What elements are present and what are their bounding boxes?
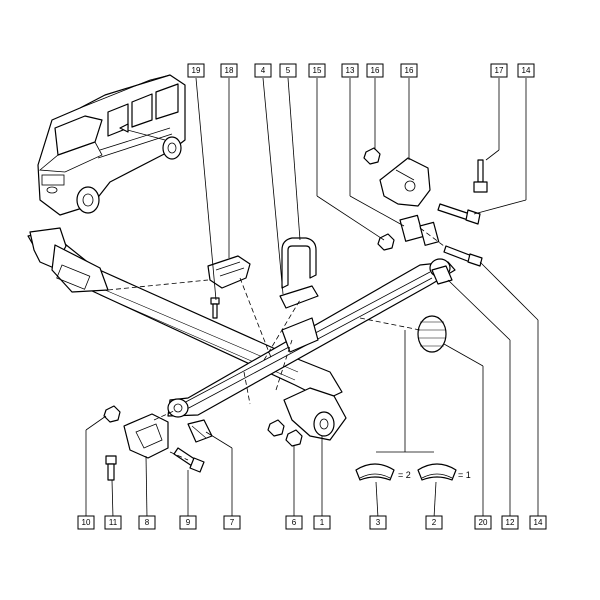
svg-text:2: 2 [432,518,437,527]
callout-20: 20 [474,515,492,530]
rubber-bush [417,315,447,353]
callout-17: 17 [490,63,508,78]
callout-9: 9 [179,515,197,530]
bolt-9 [173,447,205,473]
bottom-callouts: 10 11 8 9 7 6 1 3 [77,515,547,530]
svg-text:14: 14 [534,518,543,527]
svg-text:16: 16 [405,66,414,75]
top-callouts: 19 18 4 5 15 13 16 16 [187,63,535,78]
callout-8: 8 [138,515,156,530]
svg-text:11: 11 [109,518,118,527]
callout-11: 11 [104,515,122,530]
svg-text:14: 14 [522,66,531,75]
axle-beam [27,227,343,401]
svg-text:5: 5 [286,66,291,75]
bolt-14 [437,203,481,225]
callout-3: 3 [369,515,387,530]
axle-hub [283,387,347,441]
svg-text:10: 10 [82,518,91,527]
van-illustration [37,74,186,216]
callout-4: 4 [254,63,272,78]
callout-6: 6 [285,515,303,530]
bolt-12 [443,245,483,267]
svg-text:15: 15 [313,66,322,75]
nut-10 [103,405,121,423]
u-bolt [281,237,317,289]
spring-pads [355,463,457,481]
bush-13 [399,214,440,246]
nut-6 [267,419,303,447]
svg-text:13: 13 [346,66,355,75]
svg-text:3: 3 [376,518,381,527]
callout-7: 7 [223,515,241,530]
svg-text:7: 7 [230,518,235,527]
bolt-17 [473,159,488,193]
callout-14-bottom: 14 [529,515,547,530]
leader-lines [85,77,539,519]
svg-text:8: 8 [145,518,150,527]
callout-5: 5 [279,63,297,78]
callout-14-top: 14 [517,63,535,78]
callout-18: 18 [220,63,238,78]
svg-text:16: 16 [371,66,380,75]
svg-text:12: 12 [506,518,515,527]
qty-label-pair: = 2 [398,470,411,480]
callout-13: 13 [341,63,359,78]
callout-10: 10 [77,515,95,530]
bolt-11 [105,455,117,481]
callout-1: 1 [313,515,331,530]
svg-text:20: 20 [479,518,488,527]
svg-text:17: 17 [495,66,504,75]
svg-text:9: 9 [186,518,191,527]
callout-16a: 16 [366,63,384,78]
shackle-bracket [379,157,431,207]
nut-15 [377,233,395,251]
clamp-plate [279,285,319,309]
qty-label-single: = 1 [458,470,471,480]
svg-text:1: 1 [320,518,325,527]
bush-12 [431,265,453,285]
callout-19: 19 [187,63,205,78]
bush-7 [187,419,213,443]
callout-12: 12 [501,515,519,530]
callout-16b: 16 [400,63,418,78]
svg-text:19: 19 [192,66,201,75]
svg-text:18: 18 [225,66,234,75]
svg-text:4: 4 [261,66,266,75]
bolt-19 [210,297,220,319]
nut-16 [363,147,381,165]
callout-15: 15 [308,63,326,78]
bump-stop-plate [207,255,251,289]
svg-text:6: 6 [292,518,297,527]
callout-2: 2 [425,515,443,530]
mounting-bracket [123,413,169,459]
